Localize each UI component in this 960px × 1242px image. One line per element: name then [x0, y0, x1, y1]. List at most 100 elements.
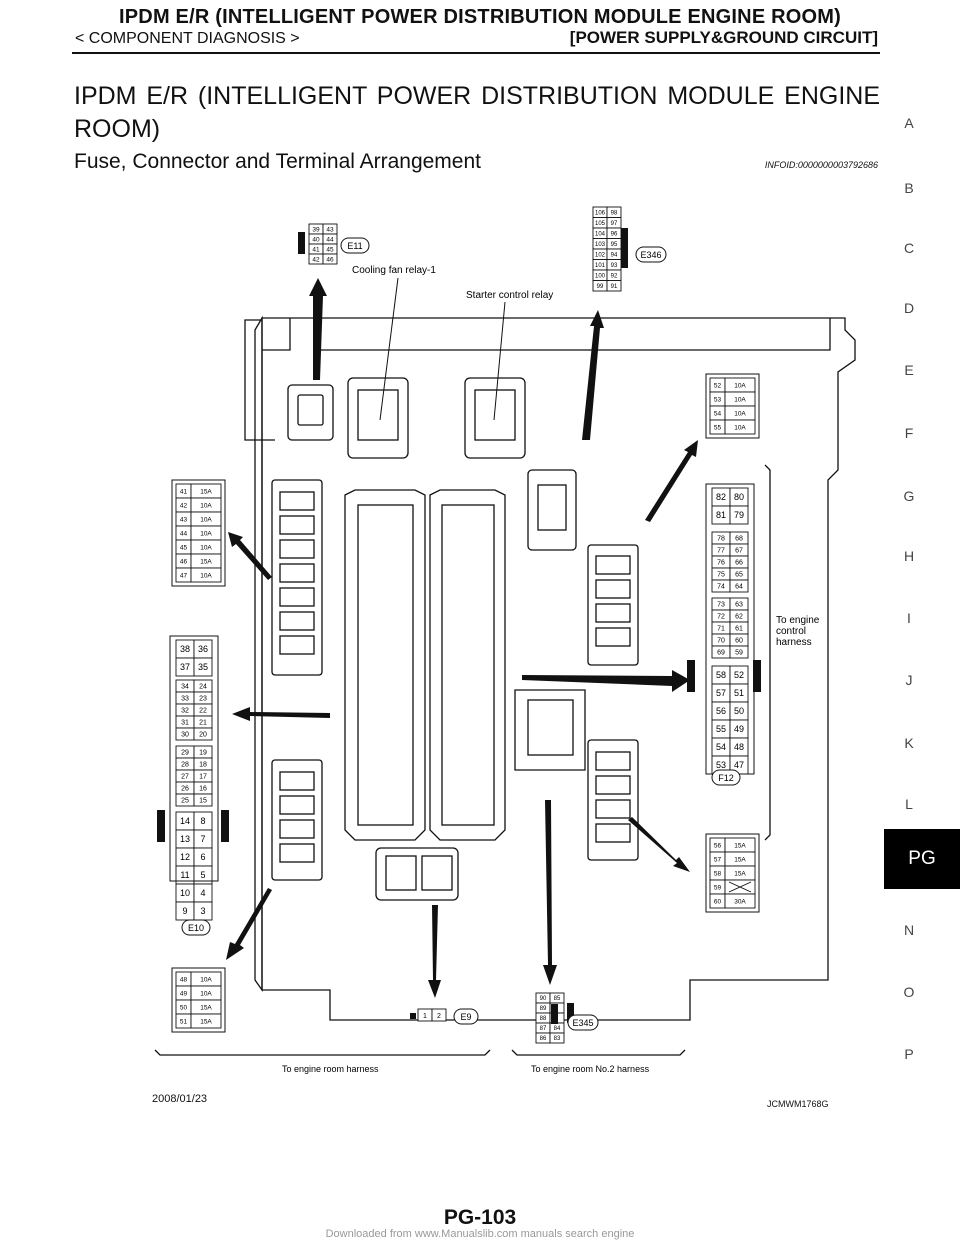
connector-e11-terminals-label: 39 [312, 226, 320, 233]
fuse-table-l1-label: 10A [200, 530, 212, 537]
side-index-letter[interactable]: K [904, 735, 914, 751]
connector-e345-terminals-label: 87 [540, 1026, 547, 1032]
figure-date: 2008/01/23 [152, 1093, 208, 1105]
connector-f12-terminals-label: 59 [735, 650, 743, 657]
connector-e10-terminals-label: 23 [199, 696, 207, 703]
connector-f12-terminals-label: 82 [716, 492, 726, 502]
fuse-table-bl-label: 10A [200, 976, 212, 983]
side-index-letter[interactable]: I [907, 610, 911, 626]
info-id: INFOID:0000000003792686 [764, 160, 878, 170]
side-index-letter[interactable]: H [903, 548, 915, 564]
connector-e10-terminals-label: 20 [199, 732, 207, 739]
connector-e10-terminals-label: 10 [180, 888, 190, 898]
fuse-table-bl-cell [190, 1013, 222, 1029]
side-index-letter[interactable]: N [903, 922, 915, 938]
connector-e345-terminals-label: 86 [540, 1036, 547, 1042]
connector-f12-terminals-label: 57 [716, 688, 726, 698]
connector-e10-housing [344, 489, 426, 841]
side-index-letter[interactable]: L [905, 796, 913, 812]
side-index-letter[interactable]: P [904, 1046, 914, 1062]
connector-f12-terminals-label: 80 [734, 492, 744, 502]
fuse-table-l1-label: 15A [200, 488, 212, 495]
connector-e10-terminals-label: 37 [180, 662, 190, 672]
fuse-table-tr-label: 10A [734, 410, 746, 417]
arrow-to-e10 [232, 707, 330, 721]
relay-cooling-fan [347, 377, 409, 459]
fuse-table-br-label: 15A [734, 856, 746, 863]
arrow-to-e11 [309, 278, 327, 380]
section-tab-pg[interactable]: PG [884, 829, 960, 889]
connector-e11-terminals-cell [322, 253, 338, 265]
connector-f12-terminals-label: 71 [717, 626, 725, 633]
fuse-table-br-cell [724, 893, 756, 909]
header-section: [POWER SUPPLY&GROUND CIRCUIT] [569, 28, 878, 47]
header-rule [72, 52, 880, 54]
side-index-letter[interactable]: B [904, 180, 914, 196]
side-index-letter[interactable]: O [903, 984, 915, 1000]
footer-note: Downloaded from www.Manualslib.com manua… [325, 1228, 635, 1240]
fuse-table-tr-frame [705, 373, 760, 439]
connector-e346-terminals-label: 105 [595, 221, 606, 227]
connector-e10-terminals-label: 14 [180, 816, 190, 826]
side-index-letter[interactable]: A [904, 115, 914, 131]
header-breadcrumb: < COMPONENT DIAGNOSIS > [75, 30, 300, 47]
connector-e10-terminals-label: 8 [200, 816, 205, 826]
connector-f12-terminals-cell [729, 579, 749, 593]
connector-f12-terminals-cell [729, 645, 749, 659]
side-index-letter[interactable]: D [903, 300, 915, 316]
connector-e346-terminals-label: 96 [611, 231, 618, 237]
connector-e10-terminals-label: 29 [181, 750, 189, 757]
label-engine-room-harness: To engine room harness [282, 1064, 379, 1074]
fuse-table-bl-frame [171, 967, 226, 1033]
connector-f12-terminals-label: 69 [717, 650, 725, 657]
fuse-table-bl-label: 49 [180, 990, 188, 997]
connector-e10-terminals-label: 12 [180, 852, 190, 862]
side-index-letter[interactable]: G [903, 488, 915, 504]
arrow-to-fuses-l1 [228, 532, 272, 580]
connector-e10-terminals-label: 22 [199, 708, 207, 715]
section-title: Fuse, Connector and Terminal Arrangement [74, 150, 481, 173]
side-index-letter[interactable]: F [904, 425, 914, 441]
connector-e11-terminals-label: 44 [326, 236, 334, 243]
fuse-table-l1-label: 46 [180, 558, 188, 565]
label-engine-control-harness-2: control [776, 626, 806, 637]
connector-f12-terminals-label: 76 [717, 560, 725, 567]
connector-e10-terminals-cell [193, 727, 213, 741]
connector-e10-terminals-label: 13 [180, 834, 190, 844]
fuse-table-bl-label: 10A [200, 990, 212, 997]
connector-e10-terminals-label: 38 [180, 644, 190, 654]
fuse-table-tr-label: 52 [714, 382, 722, 389]
connector-e10-terminals-label: 25 [181, 798, 189, 805]
fuse-table-tr-label: 10A [734, 396, 746, 403]
fuse-table-tr-label: 53 [714, 396, 722, 403]
connector-f12-terminals-label: 72 [717, 614, 725, 621]
fuse-table-tr-cell [724, 419, 756, 435]
connector-f12-terminals-label: 79 [734, 510, 744, 520]
relay-starter [464, 377, 526, 459]
side-index-letter[interactable]: J [905, 672, 913, 688]
connector-f12-terminals-label: 65 [735, 572, 743, 579]
fuse-table-l1-label: 45 [180, 544, 188, 551]
connector-e10-terminals-label: 33 [181, 696, 189, 703]
fuse-table-l1-label: 15A [200, 558, 212, 565]
connector-badge-e345: E345 [572, 1018, 593, 1028]
connector-e10-terminals-label: 4 [200, 888, 205, 898]
connector-e346-terminals-cell [606, 280, 622, 292]
fuse-table-br-label: 56 [714, 842, 722, 849]
fuse-table-l1-label: 41 [180, 488, 188, 495]
connector-e345-terminals-label: 85 [554, 996, 561, 1002]
side-index-letter[interactable]: C [903, 240, 915, 256]
connector-e11-terminals-label: 46 [326, 256, 334, 263]
connector-e345-terminals-cell [549, 1032, 565, 1044]
side-index-letter[interactable]: E [904, 362, 914, 378]
fuse-table-br-label: 15A [734, 842, 746, 849]
arrow-to-e345 [543, 800, 557, 985]
connector-e345-terminals-label: 88 [540, 1016, 547, 1022]
connector-f12-terminals-label: 64 [735, 584, 743, 591]
arrow-to-fuses-br [628, 817, 690, 872]
page-title-continued: ROOM) [74, 115, 161, 143]
connector-e10-terminals-label: 17 [199, 774, 207, 781]
page-title: IPDM E/R (INTELLIGENT POWER DISTRIBUTION… [74, 82, 880, 110]
connector-e10-terminals-label: 15 [199, 798, 207, 805]
fuse-table-br-label: 30A [734, 898, 746, 905]
